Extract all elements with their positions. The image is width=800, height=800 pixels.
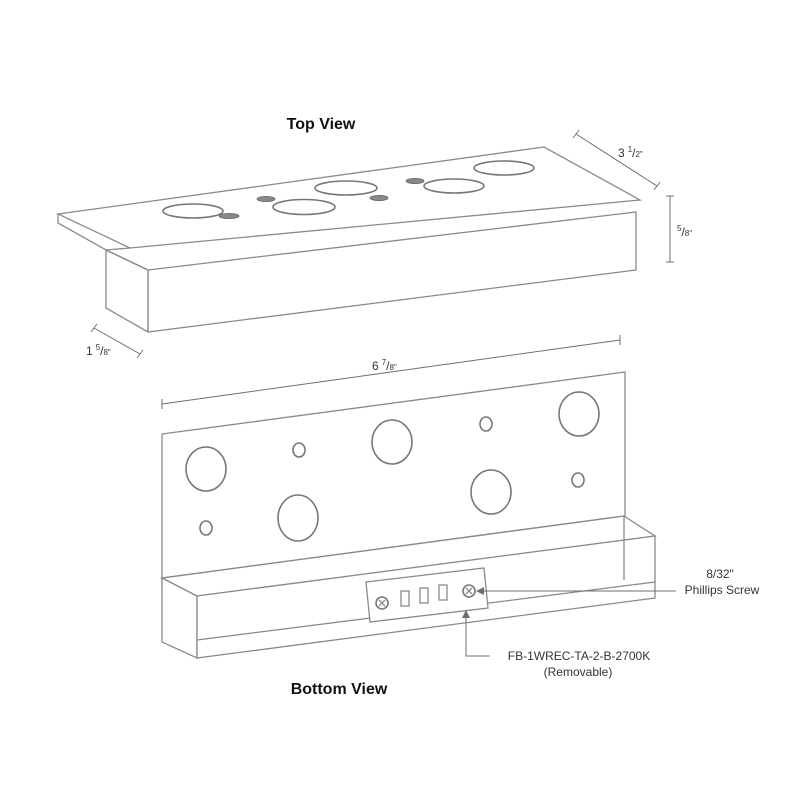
bottom-hole-1 bbox=[185, 446, 227, 492]
top-opening-3 bbox=[314, 180, 378, 196]
part-removable-label: (Removable) bbox=[544, 665, 613, 679]
part-leader bbox=[462, 610, 490, 657]
top-opening-5 bbox=[473, 160, 535, 176]
top-slot-3 bbox=[369, 194, 389, 201]
module-contact-1 bbox=[400, 590, 410, 607]
bottom-view-title: Bottom View bbox=[291, 681, 388, 698]
screw-label-size: 8/32" bbox=[706, 567, 734, 581]
bottom-hole-2 bbox=[277, 494, 319, 542]
box-top-edge bbox=[105, 249, 149, 271]
dim-height-label: 5/8" bbox=[677, 224, 692, 239]
bottom-screw-hole-1 bbox=[292, 442, 306, 458]
top-plate-edge bbox=[57, 214, 131, 251]
module-contact-2 bbox=[419, 587, 429, 604]
box-left-face bbox=[105, 248, 149, 334]
module-contact-3 bbox=[438, 584, 448, 601]
top-view-title: Top View bbox=[287, 116, 356, 133]
top-slot-2 bbox=[256, 195, 276, 202]
top-view-drawing bbox=[55, 146, 643, 334]
bottom-screw-hole-3 bbox=[479, 416, 493, 432]
bottom-hole-5 bbox=[558, 391, 600, 437]
bottom-hole-4 bbox=[470, 469, 512, 515]
dim-height: 5/8" bbox=[666, 195, 692, 263]
bottom-screw-hole-2 bbox=[199, 520, 213, 536]
channel-back-edge bbox=[161, 515, 625, 579]
bottom-view-drawing bbox=[159, 371, 657, 660]
screw-label-type: Phillips Screw bbox=[685, 583, 760, 597]
part-number-label: FB-1WREC-TA-2-B-2700K bbox=[508, 649, 650, 663]
top-slot-4 bbox=[405, 177, 425, 184]
top-opening-4 bbox=[423, 178, 485, 194]
screw-leader bbox=[476, 587, 676, 595]
bottom-hole-3 bbox=[371, 419, 413, 465]
top-opening-2 bbox=[272, 198, 336, 216]
top-slot-1 bbox=[218, 212, 240, 219]
bottom-screw-hole-4 bbox=[571, 472, 585, 488]
top-opening-1 bbox=[162, 203, 224, 219]
